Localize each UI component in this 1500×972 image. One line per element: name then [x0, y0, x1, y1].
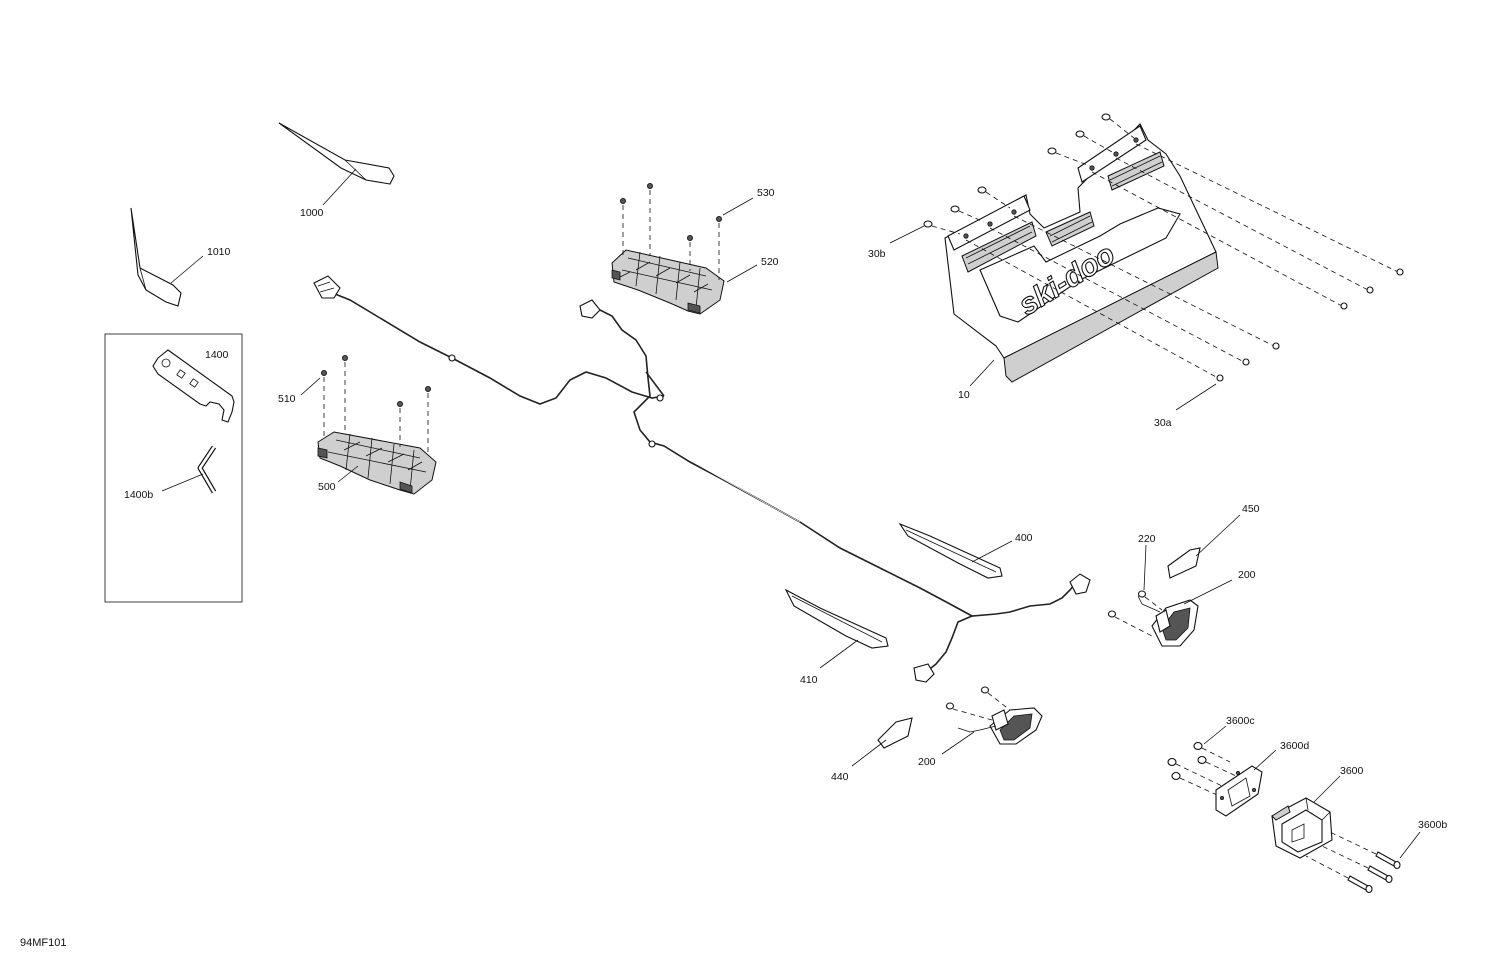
leader-440: [851, 739, 887, 767]
hitch-nuts-3600c: [1167, 741, 1237, 801]
wiring-harness: [329, 291, 1079, 673]
dash-left-upper: [987, 692, 1011, 711]
screws-530: [620, 182, 723, 280]
callout-510: 510: [278, 393, 296, 405]
harness-connector-left: [913, 663, 935, 683]
screws-510: [320, 354, 431, 456]
callout-530: 530: [757, 187, 775, 199]
leader-200-left: [941, 731, 975, 755]
luggage-rack-500: [317, 431, 437, 495]
leader-410: [819, 639, 859, 669]
leader-30b: [889, 225, 925, 244]
callout-500: 500: [318, 481, 336, 493]
callout-200-left: 200: [918, 756, 936, 768]
leader-1000: [322, 168, 357, 206]
leader-510: [300, 377, 321, 396]
callout-3600d: 3600d: [1280, 740, 1309, 752]
dash-left-lower: [952, 708, 993, 721]
decal-450: [1167, 547, 1201, 579]
callout-3600: 3600: [1340, 765, 1364, 777]
callout-10: 10: [958, 389, 970, 401]
callout-30b: 30b: [868, 248, 886, 260]
decal-1010: [130, 207, 182, 307]
leader-520: [726, 264, 758, 283]
callout-1400: 1400: [205, 349, 229, 361]
callout-220: 220: [1138, 533, 1156, 545]
callout-440: 440: [831, 771, 849, 783]
hitch-receiver-3600: [1271, 797, 1333, 859]
callout-450: 450: [1242, 503, 1260, 515]
leader-3600: [1313, 775, 1341, 803]
decal-440: [877, 717, 913, 749]
leader-500: [337, 465, 359, 483]
dash-220-lower: [1114, 616, 1153, 637]
spanner-wrench-1400: [152, 349, 235, 423]
leader-400: [971, 540, 1013, 563]
luggage-rack-520: [611, 249, 725, 315]
harness-connector-rack: [579, 299, 601, 319]
hex-key-1400b: [197, 445, 217, 494]
callout-200-right: 200: [1238, 569, 1256, 581]
reflector-strip-410: [784, 588, 889, 649]
leader-3600c: [1203, 725, 1227, 745]
dash-220: [1144, 596, 1163, 611]
nut-left-lower: [945, 702, 955, 710]
tail-light-200-right: [1137, 595, 1199, 647]
leader-3600b: [1399, 831, 1421, 859]
harness-connector-right: [1069, 573, 1091, 595]
nut-220: [1137, 590, 1147, 598]
callout-1010: 1010: [207, 246, 231, 258]
nut-220-lower: [1107, 610, 1117, 618]
callout-520: 520: [761, 256, 779, 268]
leader-200-right: [1183, 579, 1233, 605]
leader-30a: [1175, 383, 1217, 411]
washers-30b: [923, 113, 1135, 235]
callout-410: 410: [800, 674, 818, 686]
leader-1400b: [161, 473, 204, 492]
diagram-code: 94MF101: [20, 937, 67, 949]
reflector-strip-400: [898, 522, 1003, 579]
leader-3600d: [1253, 749, 1277, 771]
harness-connector-main: [313, 275, 341, 299]
callout-400: 400: [1015, 532, 1033, 544]
leader-530: [722, 197, 754, 216]
tail-light-200-left: [957, 707, 1043, 745]
hitch-bolts-3600b: [1305, 831, 1401, 894]
callout-3600b: 3600b: [1418, 819, 1447, 831]
callout-1400b: 1400b: [124, 489, 153, 501]
rear-bumper-10: ski-doo: [944, 123, 1219, 383]
leader-450: [1195, 514, 1241, 557]
leader-1010: [170, 255, 204, 284]
nut-left-upper: [980, 686, 990, 694]
callout-30a: 30a: [1154, 417, 1172, 429]
decal-1000: [278, 122, 395, 185]
callout-1000: 1000: [300, 207, 324, 219]
hitch-plate-3600d: [1215, 765, 1263, 817]
leader-220: [1143, 544, 1147, 591]
callout-3600c: 3600c: [1226, 715, 1255, 727]
tool-kit-box: [104, 333, 243, 603]
leader-10: [969, 359, 995, 387]
bolts-30a: [965, 143, 1404, 382]
